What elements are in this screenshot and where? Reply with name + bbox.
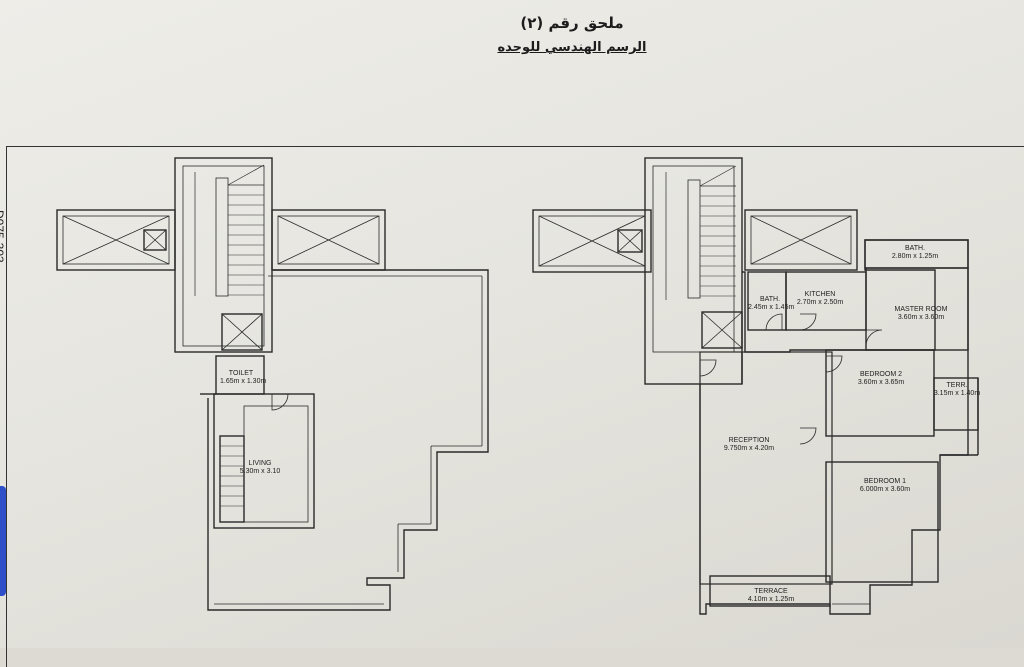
bedroom1-size: 6.000m x 3.60m xyxy=(859,486,911,493)
right-terrace xyxy=(709,575,831,607)
right-reception-door xyxy=(699,359,717,377)
living-name: LIVING xyxy=(248,460,272,467)
bath-name: BATH. xyxy=(759,296,781,303)
label-terr: TERR. 3.15m x 1.40m xyxy=(930,382,984,398)
right-shaft-box-east xyxy=(744,209,858,271)
toilet-size: 1.65m x 1.30m xyxy=(220,378,267,385)
label-reception: RECEPTION 9.750m x 4.20m xyxy=(716,437,782,453)
right-bedroom2 xyxy=(825,349,935,437)
label-terrace: TERRACE 4.10m x 1.25m xyxy=(736,588,806,604)
subtitle-text: الرسم الهندسي للوحده xyxy=(497,40,647,55)
blue-tab-marker xyxy=(0,486,6,596)
right-master-door xyxy=(865,329,883,347)
label-bath: BATH. 2.45m x 1.45m xyxy=(748,296,795,312)
bedroom1-name: BEDROOM 1 xyxy=(863,478,906,485)
paper-sheet xyxy=(0,0,1024,648)
label-bedroom1: BEDROOM 1 6.000m x 3.60m xyxy=(850,478,920,494)
reception-name: RECEPTION xyxy=(728,437,770,444)
terr-name: TERR. xyxy=(946,382,968,389)
right-bedroom1-door xyxy=(799,427,817,445)
bedroom2-name: BEDROOM 2 xyxy=(859,371,902,378)
bath-top-name: BATH. xyxy=(904,245,926,252)
label-bath-top: BATH. 2.80m x 1.25m xyxy=(880,245,950,261)
kitchen-name: KITCHEN xyxy=(804,291,836,298)
left-stair-treads xyxy=(228,194,264,296)
right-bedroom2-door xyxy=(825,355,843,373)
right-bath-top xyxy=(864,239,969,269)
label-kitchen: KITCHEN 2.70m x 2.50m xyxy=(790,291,850,307)
terrace-size: 4.10m x 1.25m xyxy=(747,596,795,603)
label-living: LIVING 5.30m x 3.10 xyxy=(236,460,284,476)
master-room-name: MASTER ROOM xyxy=(894,306,948,313)
left-elevator xyxy=(221,313,263,351)
annex-title: ملحق رقم (٢) xyxy=(520,14,624,32)
terr-size: 3.15m x 1.40m xyxy=(933,390,981,397)
toilet-name: TOILET xyxy=(228,370,254,377)
left-small-stair xyxy=(219,435,245,523)
right-shaft-box-west xyxy=(532,209,652,273)
right-reception xyxy=(699,351,833,585)
annex-subtitle: الرسم الهندسي للوحده xyxy=(60,40,1024,55)
terrace-name: TERRACE xyxy=(754,588,788,595)
left-floor-plan xyxy=(56,157,489,611)
right-bath-door xyxy=(765,313,783,331)
bedroom2-size: 3.60m x 3.65m xyxy=(857,379,905,386)
right-floor-plan xyxy=(532,157,979,615)
living-size: 5.30m x 3.10 xyxy=(239,468,281,475)
right-stair-treads xyxy=(700,195,736,297)
floor-plans xyxy=(56,157,979,615)
kitchen-size: 2.70m x 2.50m xyxy=(796,299,844,306)
label-toilet: TOILET 1.65m x 1.30m xyxy=(220,370,267,386)
right-bedroom1 xyxy=(825,461,939,583)
left-living xyxy=(213,393,315,529)
left-stair-core xyxy=(174,157,273,353)
left-living-door xyxy=(271,393,289,411)
drawing-frame xyxy=(6,146,1024,667)
bath-top-size: 2.80m x 1.25m xyxy=(891,253,939,260)
master-room-size: 3.60m x 3.60m xyxy=(897,314,945,321)
right-duct-box xyxy=(617,229,643,253)
label-master-room: MASTER ROOM 3.60m x 3.60m xyxy=(884,306,958,322)
reception-size: 9.750m x 4.20m xyxy=(723,445,775,452)
label-bedroom2: BEDROOM 2 3.60m x 3.65m xyxy=(848,371,914,387)
right-elevator xyxy=(701,311,743,349)
right-kitchen-door xyxy=(799,313,817,331)
bath-size: 2.45m x 1.45m xyxy=(748,304,795,311)
right-stair-core xyxy=(644,157,743,385)
left-duct-box xyxy=(143,229,167,251)
